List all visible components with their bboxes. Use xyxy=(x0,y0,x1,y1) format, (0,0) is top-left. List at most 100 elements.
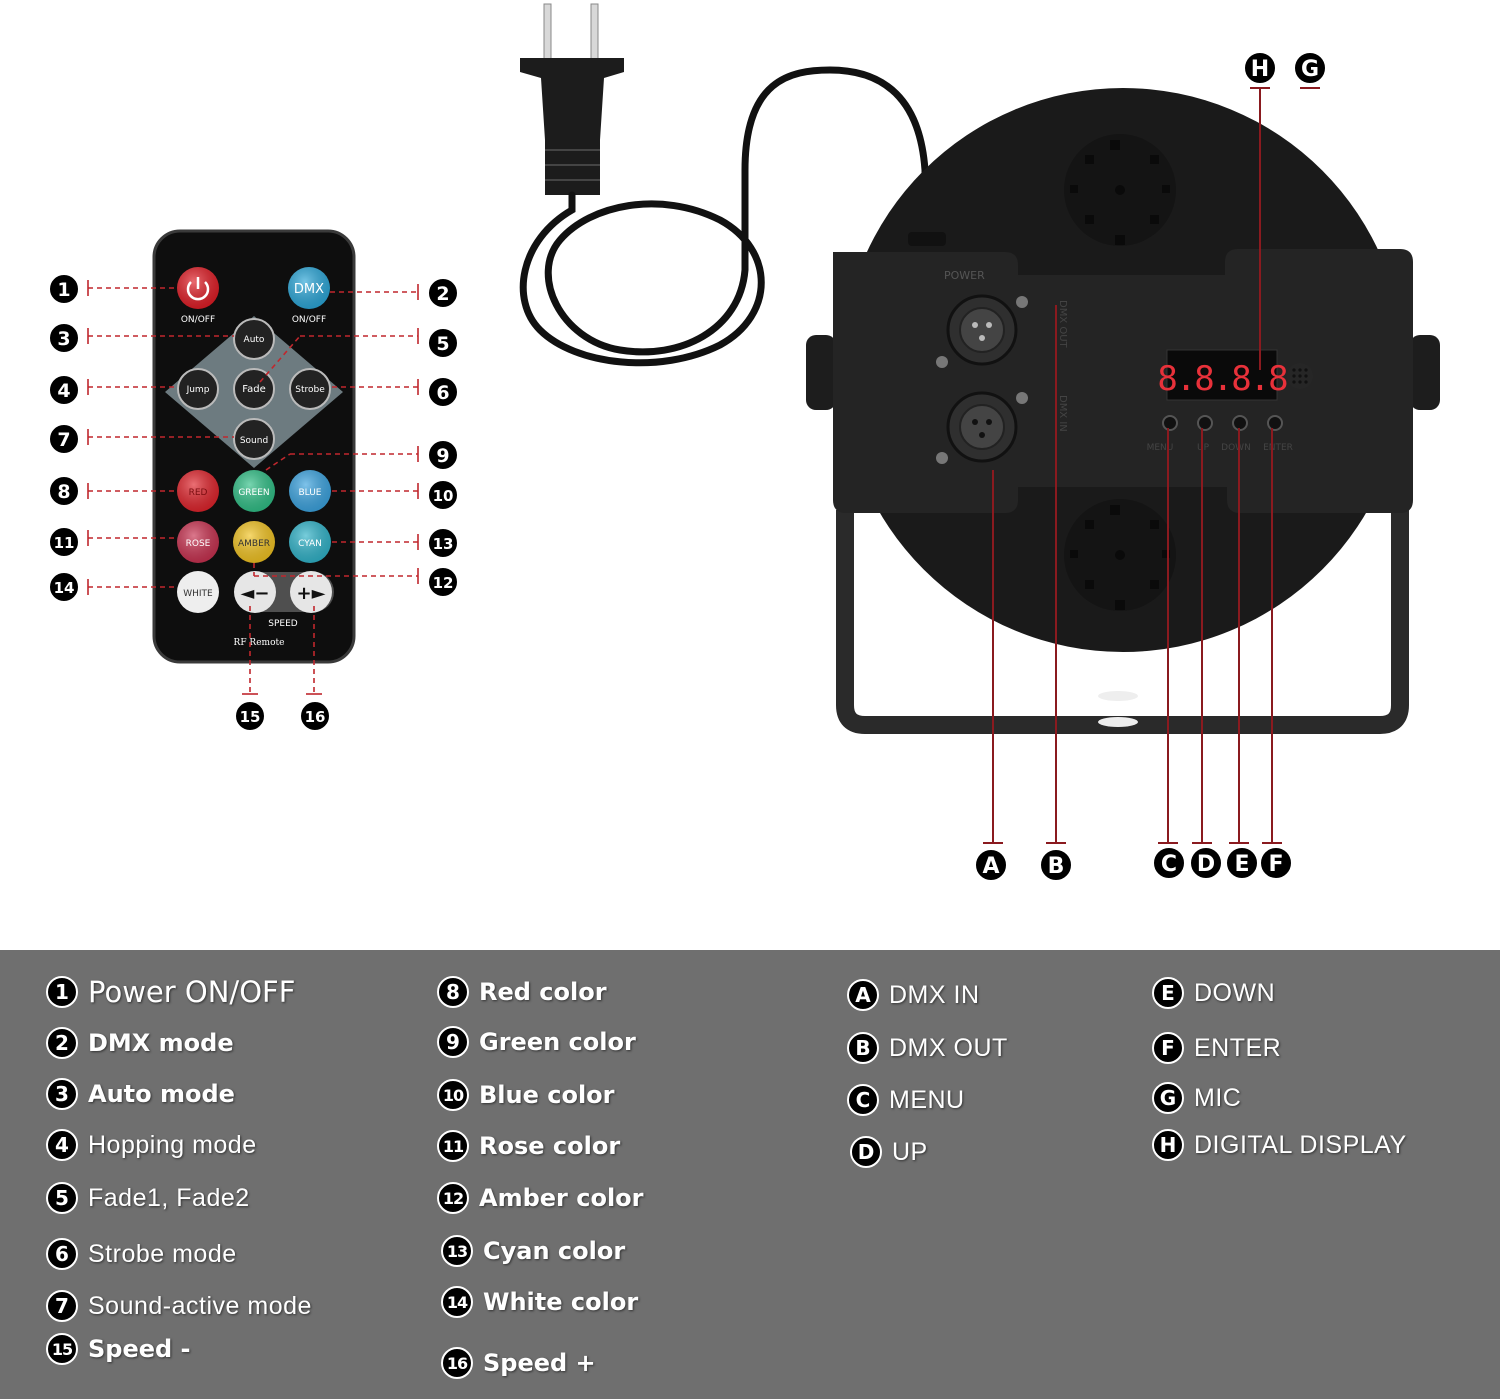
legend-badge: 9 xyxy=(437,1026,469,1058)
svg-text:B: B xyxy=(1048,854,1065,879)
svg-text:9: 9 xyxy=(436,445,449,467)
legend-badge: 12 xyxy=(437,1182,469,1214)
remote-callout-lines xyxy=(87,280,419,695)
rose-button-label: ROSE xyxy=(186,539,211,549)
white-button[interactable]: WHITE xyxy=(177,571,219,613)
svg-text:8: 8 xyxy=(57,481,70,503)
strobe-button[interactable]: Strobe xyxy=(289,368,331,410)
callout-3: 3 xyxy=(48,322,80,354)
legend-badge: B xyxy=(847,1032,879,1064)
red-button[interactable]: RED xyxy=(177,470,219,512)
cyan-button[interactable]: CYAN xyxy=(289,521,331,563)
display-readout: 8.8.8.8 xyxy=(1157,359,1287,399)
svg-text:14: 14 xyxy=(54,579,75,597)
legend-label: Auto mode xyxy=(88,1080,235,1108)
enter-button[interactable] xyxy=(1267,415,1283,431)
legend-badge: D xyxy=(850,1136,882,1168)
legend-label: Speed + xyxy=(483,1349,596,1377)
svg-text:5: 5 xyxy=(436,333,449,355)
legend-label: DMX mode xyxy=(88,1029,234,1057)
sound-button-label: Sound xyxy=(240,436,268,446)
legend-badge: 7 xyxy=(46,1290,78,1322)
legend-item-9: 9 Green color xyxy=(437,1022,636,1062)
rose-button[interactable]: ROSE xyxy=(177,521,219,563)
legend-label: Speed - xyxy=(88,1335,191,1363)
speed-plus-button[interactable]: +► xyxy=(290,571,332,613)
callout-7: 7 xyxy=(48,423,80,455)
callout-12: 12 xyxy=(427,566,459,598)
cyan-button-label: CYAN xyxy=(298,539,322,549)
dmx-out-connector[interactable] xyxy=(936,294,1028,368)
svg-text:3: 3 xyxy=(57,328,70,350)
callout-8: 8 xyxy=(48,475,80,507)
fade-button[interactable]: Fade xyxy=(233,368,275,410)
sound-button[interactable]: Sound xyxy=(233,418,275,460)
jump-button[interactable]: Jump xyxy=(177,368,219,410)
callout-1: 1 xyxy=(48,273,80,305)
green-button-label: GREEN xyxy=(238,488,269,498)
legend-label: Sound-active mode xyxy=(88,1291,312,1320)
callout-5: 5 xyxy=(427,327,459,359)
callout-F: F xyxy=(1259,846,1293,880)
callout-D: D xyxy=(1189,846,1223,880)
mic-grille xyxy=(1287,363,1313,389)
strobe-button-label: Strobe xyxy=(295,385,325,395)
callout-15: 15 xyxy=(234,700,266,732)
remote-model-caption: RF Remote xyxy=(234,638,285,648)
svg-text:13: 13 xyxy=(433,535,454,553)
svg-text:15: 15 xyxy=(240,708,261,726)
power-icon xyxy=(186,277,210,301)
svg-text:G: G xyxy=(1301,57,1319,82)
auto-button-label: Auto xyxy=(244,335,265,345)
svg-text:2: 2 xyxy=(436,283,449,305)
svg-text:1: 1 xyxy=(57,279,70,301)
legend-label: Green color xyxy=(479,1028,636,1056)
legend-badge: H xyxy=(1152,1129,1184,1161)
auto-button[interactable]: Auto xyxy=(233,318,275,360)
green-button[interactable]: GREEN xyxy=(233,470,275,512)
callout-16: 16 xyxy=(299,700,331,732)
down-button[interactable] xyxy=(1232,415,1248,431)
callout-6: 6 xyxy=(427,376,459,408)
up-button[interactable] xyxy=(1197,415,1213,431)
blue-button[interactable]: BLUE xyxy=(289,470,331,512)
dmx-in-connector[interactable] xyxy=(936,391,1028,464)
callout-B: B xyxy=(1039,848,1073,882)
legend-badge: 1 xyxy=(46,976,78,1008)
speed-caption: SPEED xyxy=(268,619,298,629)
menu-button[interactable] xyxy=(1162,415,1178,431)
legend-badge: 4 xyxy=(46,1129,78,1161)
dmx-button[interactable]: DMX xyxy=(288,267,330,309)
legend-label: White color xyxy=(483,1288,639,1316)
product-diagram: ON/OFF DMX ON/OFF Auto Jump Fade Strobe … xyxy=(48,3,1440,882)
power-button[interactable] xyxy=(177,267,219,309)
blue-button-label: BLUE xyxy=(298,488,321,498)
power-cord xyxy=(519,3,929,367)
speed-minus-button[interactable]: ◄− xyxy=(234,571,276,613)
callout-E: E xyxy=(1225,846,1259,880)
legend-label: UP xyxy=(892,1137,928,1166)
amber-button[interactable]: AMBER xyxy=(233,521,275,563)
svg-text:F: F xyxy=(1268,852,1283,877)
svg-text:11: 11 xyxy=(54,534,75,552)
power-port-label: POWER xyxy=(944,269,985,282)
legend-label: Cyan color xyxy=(483,1237,626,1265)
device-callout-lines xyxy=(983,87,1320,844)
svg-text:A: A xyxy=(982,854,999,879)
legend-badge: 8 xyxy=(437,976,469,1008)
legend-label: MENU xyxy=(889,1085,965,1114)
